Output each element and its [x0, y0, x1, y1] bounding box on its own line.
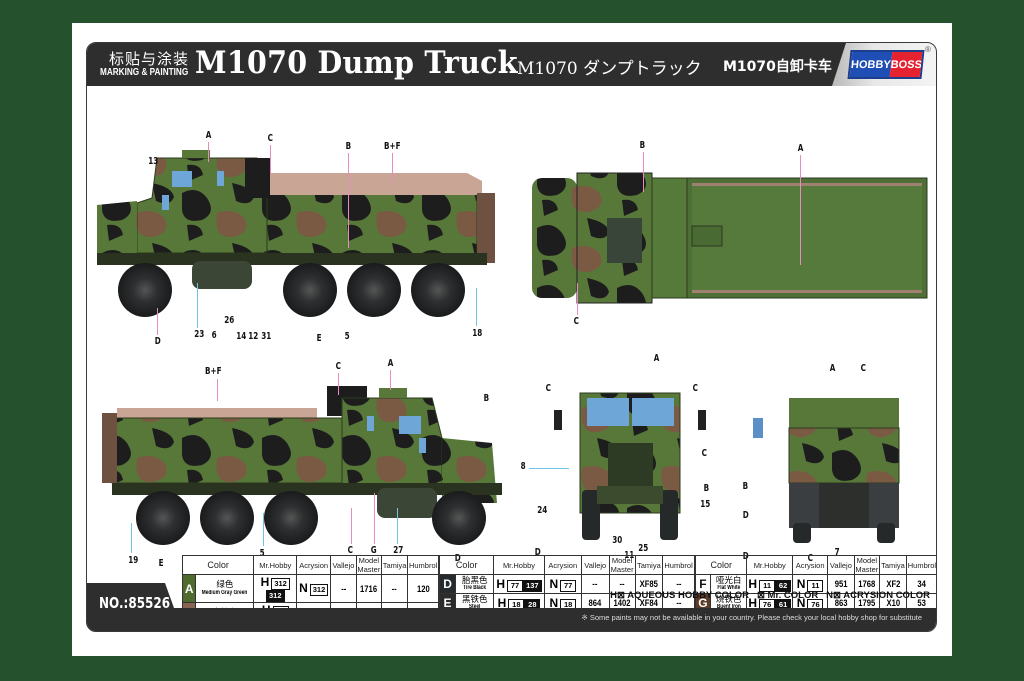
footer-bar: [87, 608, 936, 631]
instruction-sheet: 标贴与涂装 MARKING & PAINTING M1070 Dump Truc…: [72, 23, 952, 656]
front-view-illustration: [554, 392, 706, 540]
legend-mr-color: ⊠ Mr. COLOR: [756, 590, 819, 601]
legend-acrysion: N⊠ ACRYSION COLOR: [826, 590, 930, 601]
header-bar: 标贴与涂装 MARKING & PAINTING M1070 Dump Truc…: [87, 43, 936, 86]
page-title-cn: M1070自卸卡车: [723, 59, 832, 75]
product-number-panel: [87, 583, 183, 631]
paint-table-right: Color Mr.Hobby Acrysion Vallejo Model Ma…: [694, 555, 937, 613]
availability-note: ※ Some paints may not be available in yo…: [581, 613, 923, 622]
hobbyboss-logo: HOBBY BOSS: [847, 50, 925, 79]
product-number: NO.:85526: [99, 594, 171, 612]
sheet-frame: 标贴与涂装 MARKING & PAINTING M1070 Dump Truc…: [86, 42, 937, 632]
paint-legend: H⊠ AQUEOUS HOBBY COLOR ⊠ Mr. COLOR N⊠ AC…: [610, 590, 930, 601]
marking-label-en: MARKING & PAINTING: [100, 67, 189, 78]
marking-label-cn: 标贴与涂装: [108, 50, 189, 68]
top-view-illustration: [532, 172, 928, 304]
rear-view-illustration: [753, 398, 900, 543]
legend-aqueous: H⊠ AQUEOUS HOBBY COLOR: [610, 590, 750, 601]
side-view-left-illustration: [97, 150, 495, 317]
page-title: M1070 Dump Truck: [195, 45, 518, 81]
side-view-right-illustration: [102, 386, 502, 545]
registered-mark: ®: [925, 45, 931, 54]
paint-table-middle: Color Mr.Hobby Acrysion Vallejo Model Ma…: [438, 555, 695, 613]
page-title-jp: M1070 ダンプトラック: [517, 59, 702, 79]
